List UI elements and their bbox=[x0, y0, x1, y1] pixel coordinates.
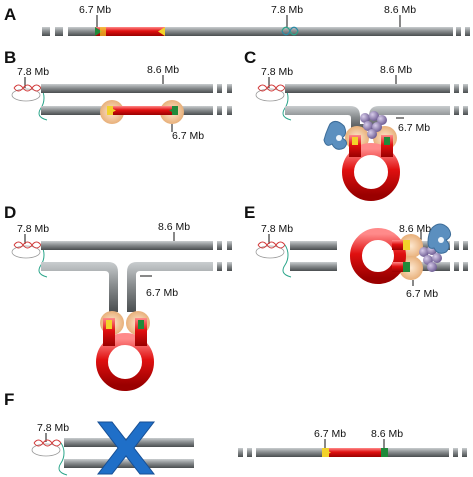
panel-letter-d: D bbox=[4, 203, 16, 222]
ctcf-protein-icon bbox=[427, 223, 452, 254]
label-c-8-6mb: 8.6 Mb bbox=[380, 64, 412, 76]
ctcf-protein-icon bbox=[323, 120, 348, 150]
dna-helix-icon bbox=[31, 439, 68, 476]
label-b-8-6mb: 8.6 Mb bbox=[147, 64, 179, 76]
label-c-7-8mb: 7.8 Mb bbox=[261, 66, 293, 78]
panel-letter-a: A bbox=[4, 5, 16, 24]
loop-e bbox=[350, 228, 410, 284]
panel-letter-b: B bbox=[4, 48, 16, 67]
label-b-6-7mb: 6.7 Mb bbox=[172, 130, 204, 142]
inversion-segment-b bbox=[107, 106, 178, 115]
label-a-6-7mb: 6.7 Mb bbox=[79, 4, 111, 16]
panel-e: E 7.8 Mb 8.6 Mb bbox=[244, 203, 468, 300]
panel-letter-f: F bbox=[4, 390, 14, 409]
inversion-segment-a bbox=[95, 27, 165, 36]
label-d-7-8mb: 7.8 Mb bbox=[17, 223, 49, 235]
panel-f: F 7.8 Mb 6.7 Mb 8.6 Mb bbox=[4, 390, 467, 476]
protein-cluster-icon bbox=[360, 111, 387, 139]
dna-helix-icon bbox=[281, 26, 299, 36]
panel-letter-c: C bbox=[244, 48, 256, 67]
label-f-8-6mb: 8.6 Mb bbox=[371, 428, 403, 440]
loop-c bbox=[342, 135, 400, 201]
chromosome-a bbox=[42, 27, 470, 36]
label-f-7-8mb: 7.8 Mb bbox=[37, 422, 69, 434]
dna-helix-icon bbox=[255, 241, 292, 278]
label-a-7-8mb: 7.8 Mb bbox=[271, 4, 303, 16]
panel-a: A 6.7 Mb 7.8 Mb 8.6 Mb bbox=[4, 4, 470, 36]
panel-b: B 7.8 Mb 8.6 Mb 6.7 Mb bbox=[4, 48, 232, 142]
label-d-8-6mb: 8.6 Mb bbox=[158, 221, 190, 233]
label-e-7-8mb: 7.8 Mb bbox=[261, 223, 293, 235]
loop-d bbox=[96, 318, 154, 391]
label-a-8-6mb: 8.6 Mb bbox=[384, 4, 416, 16]
label-b-7-8mb: 7.8 Mb bbox=[17, 66, 49, 78]
label-f-6-7mb: 6.7 Mb bbox=[314, 428, 346, 440]
label-c-6-7mb: 6.7 Mb bbox=[398, 122, 430, 134]
cross-mark-icon bbox=[96, 421, 156, 475]
label-e-8-6mb: 8.6 Mb bbox=[399, 223, 431, 235]
panel-c: C 7.8 Mb 8.6 Mb bbox=[244, 48, 468, 201]
panel-d: D 7.8 Mb 8.6 Mb 6.7 Mb bbox=[4, 203, 232, 391]
label-d-6-7mb: 6.7 Mb bbox=[146, 287, 178, 299]
label-e-6-7mb: 6.7 Mb bbox=[406, 288, 438, 300]
chromosome-f-inverted bbox=[238, 448, 467, 457]
panel-letter-e: E bbox=[244, 203, 255, 222]
